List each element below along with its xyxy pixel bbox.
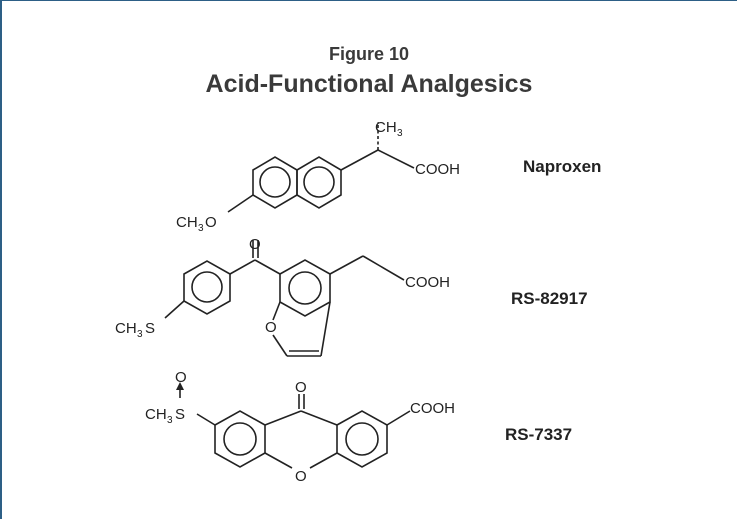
rs82917-thio-sub: 3 bbox=[137, 329, 143, 340]
naproxen-ch3: CH bbox=[375, 119, 397, 136]
naproxen-methoxy-o: O bbox=[205, 214, 217, 231]
rs82917-cooh: COOH bbox=[405, 274, 450, 291]
naproxen-ring-right bbox=[296, 156, 342, 209]
rs7337-ring-right bbox=[336, 410, 388, 468]
figure-number: Figure 10 bbox=[328, 44, 410, 64]
rs82917-thio-s: S bbox=[145, 320, 155, 337]
figure-title: Acid-Functional Analgesics bbox=[205, 70, 533, 98]
rs7337-thio-sub: 3 bbox=[167, 415, 173, 426]
compound-name-rs-82917: RS-82917 bbox=[511, 289, 588, 308]
rs7337-cooh: COOH bbox=[410, 400, 455, 417]
rs82917-furan-o: O bbox=[265, 319, 277, 336]
rs7337-thio-s: S bbox=[175, 406, 185, 423]
naproxen-cooh: COOH bbox=[415, 161, 460, 178]
sulfoxide-arrow-icon bbox=[176, 382, 184, 390]
compound-name-rs-7337: RS-7337 bbox=[505, 425, 572, 444]
rs7337-thio-ch: CH bbox=[145, 406, 167, 423]
rs7337-ring-o: O bbox=[295, 468, 307, 485]
rs-7337-structure bbox=[179, 388, 411, 469]
rs7337-ring-left bbox=[214, 410, 266, 468]
naproxen-methoxy-sub: 3 bbox=[198, 223, 204, 234]
compound-name-naproxen: Naproxen bbox=[523, 157, 601, 176]
rs-82917-structure bbox=[164, 240, 405, 357]
rs82917-thio-ch: CH bbox=[115, 320, 137, 337]
naproxen-methoxy-ch: CH bbox=[176, 214, 198, 231]
rs82917-carbonyl-o: O bbox=[249, 236, 261, 253]
rs7337-sulfoxide-o: O bbox=[175, 369, 187, 386]
naproxen-ch3-sub: 3 bbox=[397, 128, 403, 139]
rs82917-phenyl-ring bbox=[183, 260, 231, 315]
rs82917-benzo-ring bbox=[279, 259, 331, 317]
rs7337-carbonyl-o: O bbox=[295, 379, 307, 396]
naproxen-structure bbox=[227, 122, 415, 213]
naproxen-ring-right-aromatic bbox=[303, 166, 335, 198]
naproxen-ring-left-aromatic bbox=[259, 166, 291, 198]
